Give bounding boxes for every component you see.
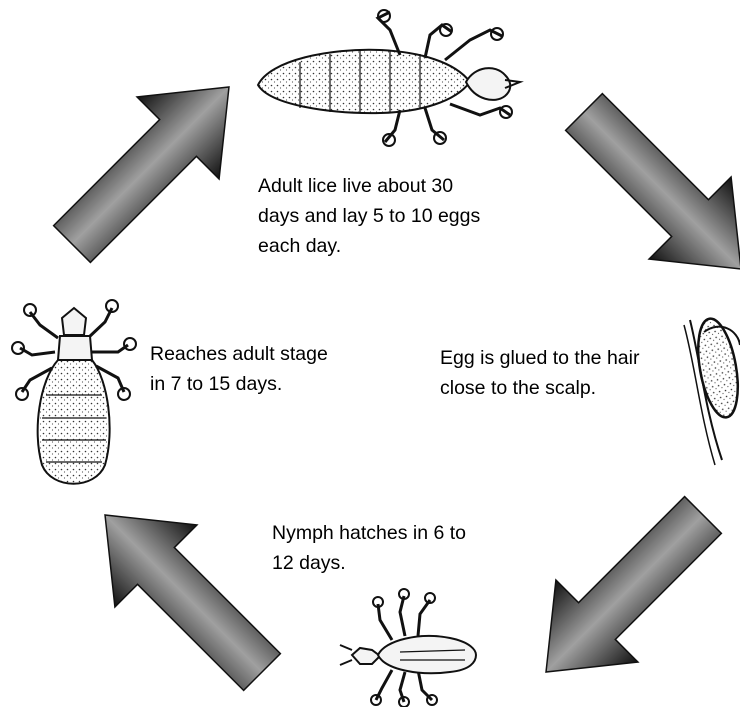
- caption-line: Nymph hatches in 6 to: [272, 518, 466, 548]
- caption-line: Reaches adult stage: [150, 339, 328, 369]
- adult-louse-icon: [258, 10, 520, 146]
- caption-line: close to the scalp.: [440, 373, 639, 403]
- maturing-louse-icon: [12, 300, 136, 484]
- cycle-arrow-icon: [64, 474, 303, 707]
- adult-stage-caption: Adult lice live about 30 days and lay 5 …: [258, 171, 480, 261]
- cycle-arrow-icon: [505, 474, 740, 707]
- maturing-stage-caption: Reaches adult stage in 7 to 15 days.: [150, 339, 328, 399]
- caption-line: in 7 to 15 days.: [150, 369, 328, 399]
- cycle-arrow-icon: [543, 71, 740, 310]
- caption-line: each day.: [258, 231, 480, 261]
- caption-line: 12 days.: [272, 548, 466, 578]
- caption-line: Adult lice live about 30: [258, 171, 480, 201]
- egg-on-hair-icon: [684, 316, 740, 465]
- cycle-arrow-icon: [31, 46, 270, 285]
- nymph-louse-icon: [340, 589, 476, 707]
- caption-line: days and lay 5 to 10 eggs: [258, 201, 480, 231]
- nymph-stage-caption: Nymph hatches in 6 to 12 days.: [272, 518, 466, 578]
- egg-stage-caption: Egg is glued to the hair close to the sc…: [440, 343, 639, 403]
- caption-line: Egg is glued to the hair: [440, 343, 639, 373]
